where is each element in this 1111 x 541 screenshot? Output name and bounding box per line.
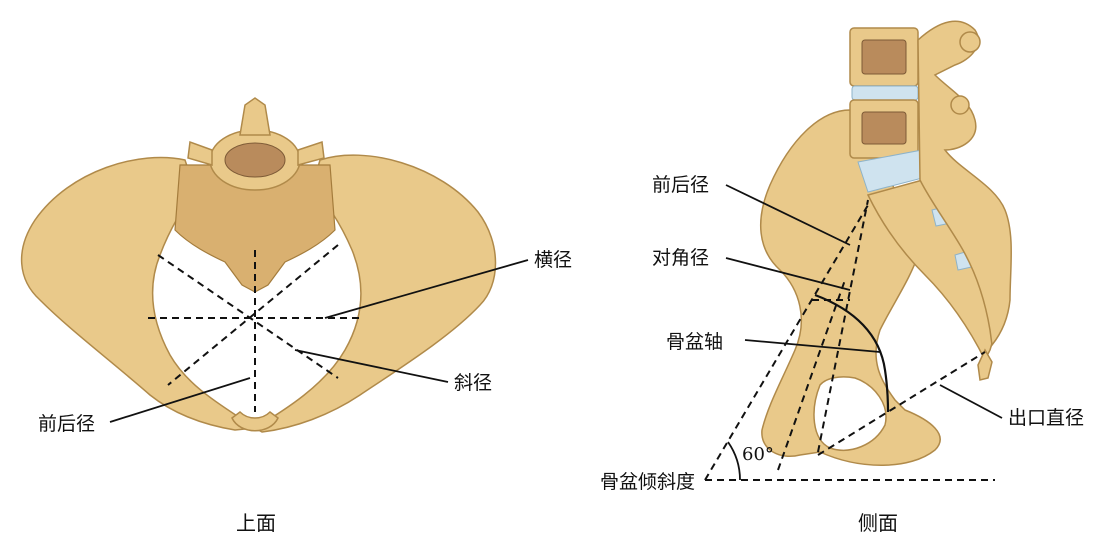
spinous-tip-1 xyxy=(960,32,980,52)
label-inclination: 骨盆倾斜度 xyxy=(600,471,695,493)
caption-side-view: 侧面 xyxy=(858,511,898,535)
label-transverse: 横径 xyxy=(534,249,572,271)
label-angle: 60° xyxy=(742,444,774,465)
caption-top-view: 上面 xyxy=(236,511,276,535)
side-view-illustration xyxy=(761,21,1012,465)
transverse-process-left xyxy=(188,142,212,165)
label-diagonal: 对角径 xyxy=(652,247,709,269)
coccyx xyxy=(978,350,992,380)
spinous-process xyxy=(240,98,270,135)
label-oblique: 斜径 xyxy=(454,372,492,394)
disc-1 xyxy=(852,86,918,100)
spinous-tip-2 xyxy=(951,96,969,114)
label-anteroposterior-side: 前后径 xyxy=(652,174,709,196)
outlet-leader xyxy=(940,385,1002,418)
angle-arc xyxy=(728,442,740,480)
label-pelvic-axis: 骨盆轴 xyxy=(666,331,723,353)
label-outlet: 出口直径 xyxy=(1008,407,1084,429)
vertebra-l5-marrow xyxy=(862,112,906,144)
label-anteroposterior-top: 前后径 xyxy=(38,413,95,435)
vertebra-marrow xyxy=(225,143,285,177)
vertebra-l4-marrow xyxy=(862,40,906,74)
top-view-illustration xyxy=(22,98,496,432)
